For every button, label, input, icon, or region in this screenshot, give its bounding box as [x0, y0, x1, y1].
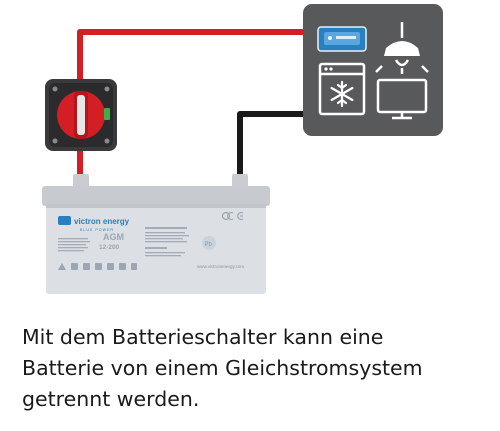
battery-website: www.victronenergy.com [197, 264, 244, 269]
svg-text:Pb: Pb [205, 242, 213, 248]
recycling-icon: Pb [202, 236, 216, 250]
battery-switch-icon [45, 79, 117, 151]
battery-brand-tagline: BLUE POWER [80, 228, 114, 232]
battery: victron energy BLUE POWER AGM 12-200 [42, 174, 270, 294]
caption-line-2: Batterie von einem Gleichstromsystem [22, 356, 423, 380]
certification-marks [221, 211, 244, 221]
battery-capacity: 12-200 [99, 244, 120, 251]
positive-wire [77, 29, 305, 178]
caption-line-3: getrennt werden. [22, 387, 200, 411]
negative-wire [237, 111, 305, 178]
caption-line-1: Mit dem Batterieschalter kann eine [22, 325, 384, 349]
freezer-icon [318, 62, 366, 116]
battery-switch-diagram: victron energy BLUE POWER AGM 12-200 [42, 4, 443, 294]
load-panel [303, 4, 443, 136]
ceiling-lamp-icon [375, 22, 429, 74]
battery-spec-text [58, 227, 189, 257]
caption: Mit dem Batterieschalter kann eine Batte… [22, 322, 492, 415]
victron-logo [58, 216, 71, 225]
warning-symbols [58, 263, 137, 270]
victron-charger-icon [317, 26, 367, 52]
battery-type: AGM [103, 232, 124, 242]
battery-brand: victron energy [74, 217, 130, 226]
television-icon [376, 78, 428, 120]
